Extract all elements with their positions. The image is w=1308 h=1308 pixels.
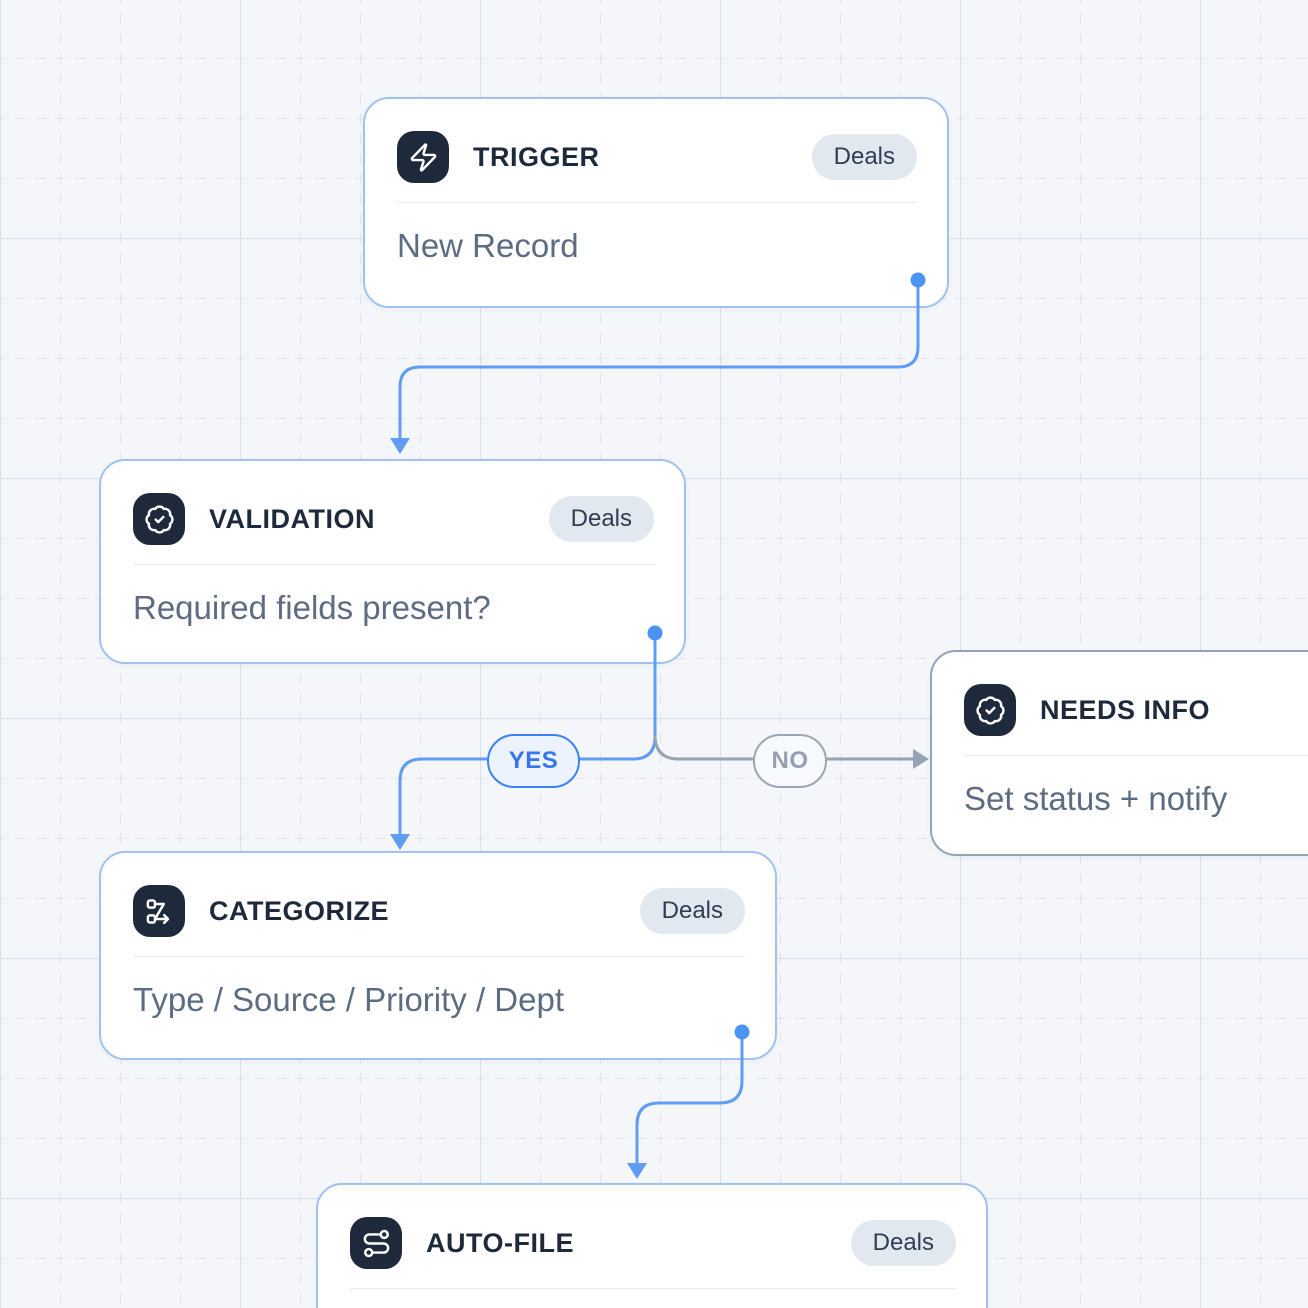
node-validation-title: VALIDATION: [209, 503, 375, 534]
node-validation-badge: Deals: [548, 496, 654, 542]
edge-label-no[interactable]: NO: [753, 734, 827, 788]
badge-check-icon: [133, 493, 185, 545]
node-trigger-badge: Deals: [811, 134, 917, 180]
node-auto-file-badge: Deals: [850, 1220, 956, 1266]
node-trigger-header: TRIGGER Deals: [397, 131, 917, 183]
node-categorize-header: CATEGORIZE Deals: [133, 885, 745, 937]
divider: [397, 202, 917, 203]
node-trigger-title: TRIGGER: [473, 141, 600, 172]
node-categorize[interactable]: CATEGORIZE Deals Type / Source / Priorit…: [99, 851, 777, 1060]
node-categorize-body: Type / Source / Priority / Dept: [133, 981, 564, 1018]
route-icon: [350, 1217, 402, 1269]
node-needs-info-header: NEEDS INFO: [964, 684, 1308, 736]
node-needs-info-body: Set status + notify: [964, 780, 1228, 817]
zap-icon: [397, 131, 449, 183]
node-needs-info-title: NEEDS INFO: [1040, 694, 1211, 725]
badge-check-icon: [964, 684, 1016, 736]
branch-icon: [133, 885, 185, 937]
node-auto-file-title: AUTO-FILE: [426, 1227, 574, 1258]
node-validation[interactable]: VALIDATION Deals Required fields present…: [99, 459, 686, 664]
divider: [133, 564, 654, 565]
divider: [133, 956, 745, 957]
node-categorize-badge: Deals: [639, 888, 745, 934]
node-validation-body: Required fields present?: [133, 589, 491, 626]
node-auto-file[interactable]: AUTO-FILE Deals: [316, 1183, 988, 1308]
divider: [350, 1288, 956, 1289]
node-auto-file-header: AUTO-FILE Deals: [350, 1217, 956, 1269]
edge-label-yes[interactable]: YES: [487, 734, 580, 788]
node-categorize-title: CATEGORIZE: [209, 895, 389, 926]
divider: [964, 755, 1308, 756]
node-trigger-body: New Record: [397, 227, 579, 264]
node-validation-header: VALIDATION Deals: [133, 493, 654, 545]
node-needs-info[interactable]: NEEDS INFO Set status + notify: [930, 650, 1308, 856]
node-trigger[interactable]: TRIGGER Deals New Record: [363, 97, 949, 308]
